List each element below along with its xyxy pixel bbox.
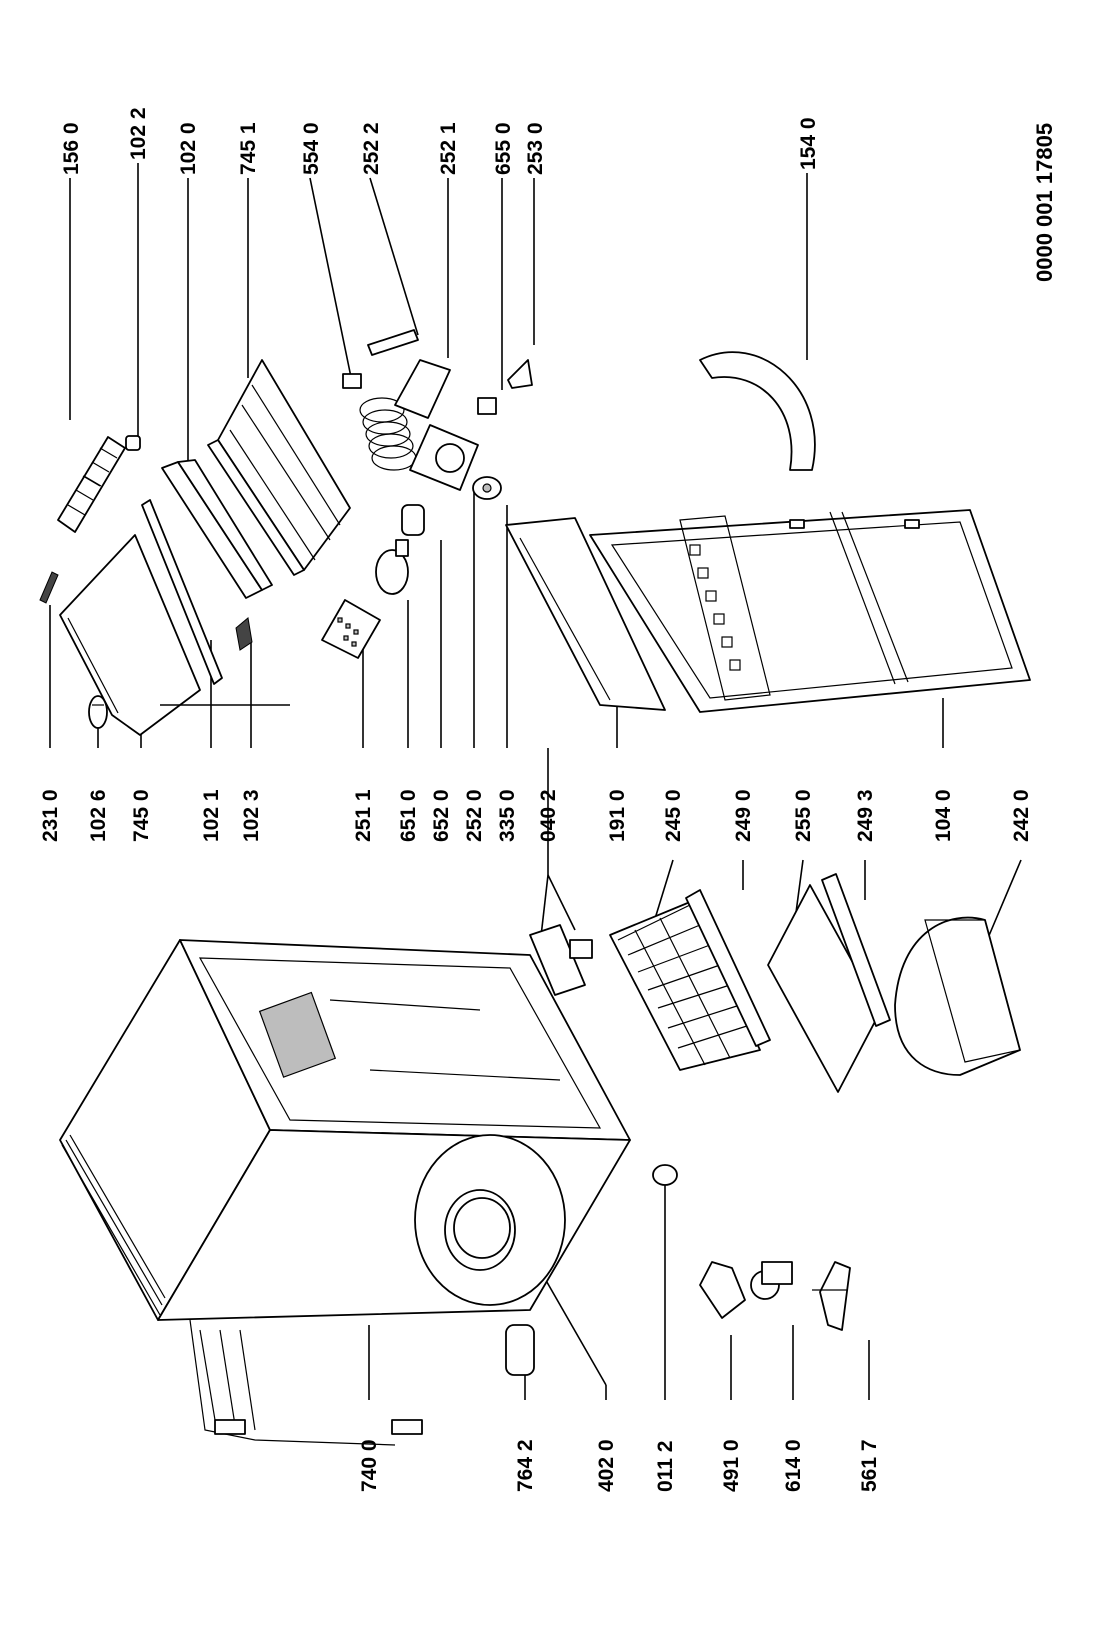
lamp-cover-icon [321, 599, 381, 659]
clip-icon [39, 571, 59, 604]
part-label: 651 0 [397, 789, 420, 842]
lamp-socket-icon [401, 504, 425, 536]
part-label: 102 6 [87, 789, 110, 842]
bulb-icon [375, 539, 409, 595]
cabinet-body-icon [59, 939, 631, 1446]
part-label: 745 0 [130, 789, 153, 842]
part-label: 252 1 [437, 122, 460, 175]
part-label: 104 0 [932, 789, 955, 842]
overload-protector-icon [812, 1261, 851, 1331]
part-label: 252 2 [360, 122, 383, 175]
part-label: 655 0 [492, 122, 515, 175]
shelf-trim-icon [821, 873, 891, 1027]
adjustable-foot-icon [652, 1164, 678, 1186]
leader-line [984, 859, 1022, 946]
part-label: 245 0 [662, 789, 685, 842]
part-label: 335 0 [496, 789, 519, 842]
shelf-rail-icon [161, 459, 273, 599]
part-label: 249 0 [732, 789, 755, 842]
door-handle-icon [699, 351, 816, 471]
bar-icon [141, 499, 223, 685]
part-label: 652 0 [430, 789, 453, 842]
part-label: 249 3 [854, 789, 877, 842]
leader-line [369, 177, 419, 336]
bottom-labels: 740 0 764 2 402 0 011 2 491 0 614 0 561 … [358, 1439, 881, 1492]
part-label: 102 0 [177, 122, 200, 175]
part-label: 402 0 [595, 1439, 618, 1492]
part-label: 102 2 [127, 107, 150, 160]
door-gasket-strip-icon [505, 517, 666, 711]
wire-shelf-icon [609, 901, 761, 1071]
freezer-flap-icon [59, 534, 290, 736]
switch-icon [477, 397, 497, 415]
thermostat-plate-icon [394, 359, 451, 419]
part-label: 491 0 [720, 1439, 743, 1492]
part-label: 745 1 [237, 122, 260, 175]
part-label: 614 0 [782, 1439, 805, 1492]
document-code: 0000 001 17805 [1032, 123, 1057, 282]
part-label: 740 0 [358, 1439, 381, 1492]
part-label: 253 0 [524, 122, 547, 175]
shelf-profile-icon [685, 889, 771, 1047]
part-label: 252 0 [463, 789, 486, 842]
top-labels: 156 0 102 2 102 0 745 1 554 0 252 2 252 … [60, 107, 820, 175]
part-label: 554 0 [300, 122, 323, 175]
part-label: 255 0 [792, 789, 815, 842]
part-label: 561 7 [858, 1439, 881, 1492]
part-label: 191 0 [606, 789, 629, 842]
part-label: 251 1 [352, 789, 375, 842]
relay-cover-icon [699, 1261, 746, 1319]
ice-tray-icon [57, 436, 126, 533]
middle-labels: 231 0 102 6 745 0 102 1 102 3 251 1 651 … [39, 789, 1033, 842]
knob-icon [125, 435, 141, 451]
bracket-icon [367, 329, 419, 356]
spring-icon [342, 373, 417, 471]
leader-line [309, 177, 353, 383]
thermostat-housing-icon [409, 424, 479, 491]
door-liner-icon [589, 509, 1031, 713]
filter-drier-icon [505, 1324, 535, 1376]
part-label: 231 0 [39, 789, 62, 842]
leader-line [547, 874, 576, 931]
part-label: 156 0 [60, 122, 83, 175]
part-label: 102 3 [240, 789, 263, 842]
crisper-drawer-icon [894, 916, 1021, 1076]
hinge-icon [235, 617, 253, 651]
clip-small-icon [507, 359, 533, 389]
evaporator-plate-icon [207, 359, 351, 576]
part-label: 011 2 [654, 1441, 677, 1492]
part-label: 102 1 [200, 789, 223, 842]
hinge-bracket-icon [529, 924, 593, 996]
part-label: 242 0 [1010, 789, 1033, 842]
cylinder-plug-icon [88, 695, 108, 729]
part-label: 154 0 [797, 117, 820, 170]
part-label: 764 2 [514, 1439, 537, 1492]
compressor-icon [453, 1197, 511, 1259]
relay-icon [750, 1261, 793, 1300]
thermostat-knob-icon [472, 476, 502, 500]
leader-line [539, 1269, 607, 1386]
